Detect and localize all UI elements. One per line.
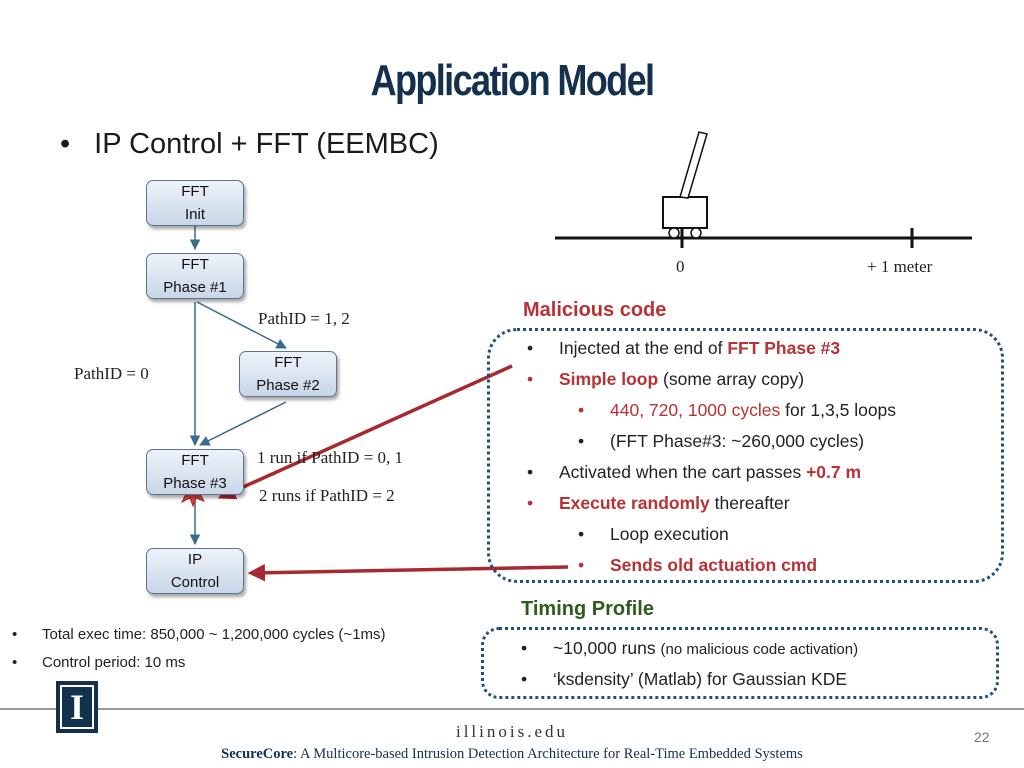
note-control-period-text: Control period: 10 ms [42,654,186,671]
node-ip-control: IP Control [146,548,244,594]
timing-item-runs-small: (no malicious code activation) [660,641,859,658]
node-ip-control-line2: Control [170,574,220,591]
track-label-zero: 0 [676,257,685,276]
node-fft-phase1-line1: FFT [181,256,209,273]
university-logo: I [56,681,98,733]
timing-item-runs: •~10,000 runs (no malicious code activat… [521,638,859,658]
timing-profile-title: Timing Profile [521,598,654,620]
node-fft-init-line1: FFT [181,183,209,200]
arrow-phase2-to-phase3 [199,401,287,446]
malicious-code-box [487,328,1004,583]
malicious-item-execute-randomly-text: thereafter [709,493,790,513]
logo-letter: I [60,685,94,729]
arrow-phase1-to-phase2 [196,301,287,349]
malicious-item-injected-hl: FFT Phase #3 [727,338,841,358]
timing-profile-box [481,627,999,699]
malicious-item-simple-loop-text: (some array copy) [658,369,805,389]
malicious-item-cycles-hl: 440, 720, 1000 cycles [610,400,781,420]
cart-wheel-left [668,227,680,239]
malicious-item-sends-old-cmd: •Sends old actuation cmd [578,555,818,575]
main-bullet: • IP Control + FFT (EEMBC) [60,128,439,161]
bullet-glyph: • [60,128,71,160]
malicious-item-cycles-text: for 1,3,5 loops [780,400,897,420]
node-fft-phase2-line2: Phase #2 [256,377,320,394]
malicious-item-sends-old-cmd-hl: Sends old actuation cmd [610,555,818,575]
malicious-item-loop-execution-text: Loop execution [610,524,729,544]
malicious-item-execute-randomly: •Execute randomly thereafter [527,493,790,513]
malicious-item-activated-text: Activated when the cart passes [559,462,807,482]
node-fft-phase1: FFT Phase #1 [146,253,244,299]
cart-body [662,196,708,229]
label-pathid-1-2: PathID = 1, 2 [258,309,350,328]
cart-wheel-right [690,227,702,239]
node-fft-phase2: FFT Phase #2 [239,351,337,397]
malicious-item-fft-phase3-cycles: •(FFT Phase#3: ~260,000 cycles) [578,431,865,451]
footer-website: illinois.edu [455,722,569,741]
pendulum-pole [679,131,708,199]
node-ip-control-line1: IP [187,551,203,568]
timing-item-runs-main: ~10,000 runs [553,638,661,658]
track-label-one-meter: + 1 meter [867,257,933,276]
red-arrow-to-phase3 [217,364,513,500]
node-fft-init: FFT Init [146,180,244,226]
page-number: 22 [974,729,990,745]
timing-item-ksdensity-text: ‘ksdensity’ (Matlab) for Gaussian KDE [553,669,848,689]
node-fft-phase3-line2: Phase #3 [163,475,227,492]
label-two-runs: 2 runs if PathID = 2 [259,486,395,505]
node-fft-phase1-line2: Phase #1 [163,279,227,296]
node-fft-phase3-line1: FFT [181,452,209,469]
slide-title: Application Model [370,56,655,105]
note-total-exec-time-text: Total exec time: 850,000 ~ 1,200,000 cyc… [42,626,386,643]
node-fft-init-line2: Init [184,206,205,223]
citation-bold: SecureCore [221,746,294,762]
node-fft-phase2-line1: FFT [274,354,302,371]
malicious-item-simple-loop: •Simple loop (some array copy) [527,369,805,389]
timing-item-ksdensity: •‘ksdensity’ (Matlab) for Gaussian KDE [521,669,848,689]
label-pathid-0: PathID = 0 [74,364,149,383]
malicious-item-cycles: •440, 720, 1000 cycles for 1,3,5 loops [578,400,897,420]
footer-citation: SecureCore: A Multicore-based Intrusion … [0,746,1024,763]
malicious-item-activated-hl: +0.7 m [806,462,862,482]
malicious-code-title: Malicious code [523,299,667,321]
citation-rest: : A Multicore-based Intrusion Detection … [293,746,803,762]
execution-notes: •Total exec time: 850,000 ~ 1,200,000 cy… [12,626,386,682]
malicious-item-injected-text: Injected at the end of [559,338,728,358]
footer-divider [0,708,1024,710]
malicious-item-fft-phase3-cycles-text: (FFT Phase#3: ~260,000 cycles) [610,431,865,451]
node-fft-phase3: FFT Phase #3 [146,449,244,495]
malicious-item-loop-execution: •Loop execution [578,524,729,544]
malicious-item-injected: •Injected at the end of FFT Phase #3 [527,338,841,358]
main-bullet-text: IP Control + FFT (EEMBC) [94,128,439,160]
label-one-run: 1 run if PathID = 0, 1 [257,448,404,467]
note-total-exec-time: •Total exec time: 850,000 ~ 1,200,000 cy… [12,626,386,643]
malicious-item-simple-loop-hl: Simple loop [559,369,659,389]
note-control-period: •Control period: 10 ms [12,654,186,671]
malicious-item-execute-randomly-hl: Execute randomly [559,493,710,513]
malicious-item-activated: •Activated when the cart passes +0.7 m [527,462,862,482]
